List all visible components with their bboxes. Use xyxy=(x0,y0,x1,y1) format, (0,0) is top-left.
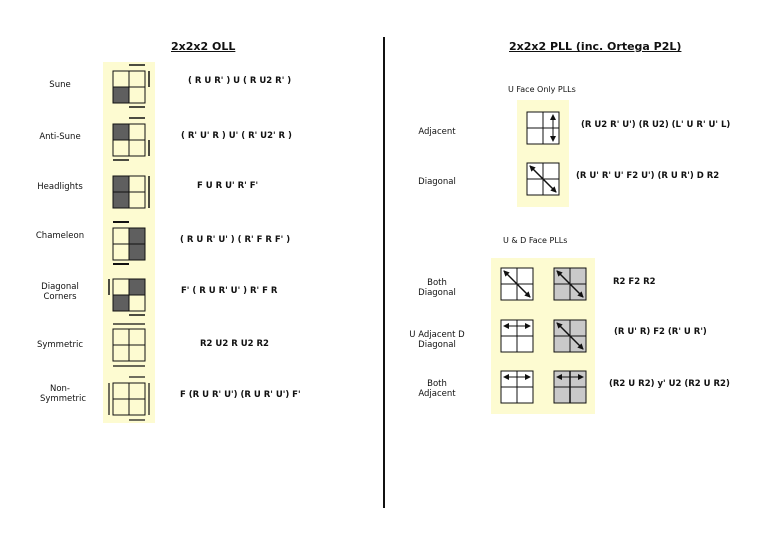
pll-label-adjacent: Adjacent xyxy=(418,127,456,137)
oll-title: 2x2x2 OLL xyxy=(171,40,236,53)
oll-label-diagonal-corners: Diagonal Corners xyxy=(41,282,79,302)
pll-label-both-diagonal: Both Diagonal xyxy=(418,278,456,298)
oll-alg-headlights: F U R U' R' F' xyxy=(197,181,259,191)
pll-u-face-heading: U Face Only PLLs xyxy=(508,85,576,94)
pll-label-diagonal: Diagonal xyxy=(418,177,456,187)
pll-alg-u-adjacent-d-diagonal: (R U' R) F2 (R' U R') xyxy=(614,327,707,337)
oll-label-sune: Sune xyxy=(49,80,71,90)
pll-title: 2x2x2 PLL (inc. Ortega P2L) xyxy=(509,40,682,53)
oll-label-chameleon: Chameleon xyxy=(35,231,85,241)
oll-diagram-anti-sune xyxy=(112,117,150,161)
pll-diagram-both-adjacent-u xyxy=(500,370,534,404)
oll-label-anti-sune: Anti-Sune xyxy=(39,132,81,142)
pll-label-u-adjacent-d-diagonal: U Adjacent D Diagonal xyxy=(409,330,465,350)
oll-label-headlights: Headlights xyxy=(37,182,83,192)
oll-diagram-symmetric xyxy=(112,323,146,367)
pll-diagram-adjacent xyxy=(526,111,560,145)
pll-diagram-u-adjacent xyxy=(500,319,534,353)
pll-diagram-both-diagonal-u xyxy=(500,267,534,301)
oll-diagram-diagonal-corners xyxy=(108,278,146,316)
oll-alg-non-symmetric: F (R U R' U') (R U R' U') F' xyxy=(180,390,301,400)
oll-diagram-non-symmetric xyxy=(108,376,150,421)
oll-diagram-headlights xyxy=(112,175,150,209)
pll-diagram-both-diagonal-d xyxy=(553,267,587,301)
pll-alg-both-adjacent: (R2 U R2) y' U2 (R2 U R2) xyxy=(609,379,730,389)
oll-alg-diagonal-corners: F' ( R U R' U' ) R' F R xyxy=(181,286,278,296)
oll-diagram-sune xyxy=(112,64,150,108)
oll-alg-anti-sune: ( R' U' R ) U' ( R' U2' R ) xyxy=(181,131,292,141)
pll-alg-both-diagonal: R2 F2 R2 xyxy=(613,277,656,287)
oll-alg-chameleon: ( R U R' U' ) ( R' F R F' ) xyxy=(180,235,291,245)
oll-alg-sune: ( R U R' ) U ( R U2 R' ) xyxy=(188,76,292,86)
pll-alg-diagonal: (R U' R' U' F2 U') (R U R') D R2 xyxy=(576,171,720,181)
oll-alg-symmetric: R2 U2 R U2 R2 xyxy=(200,339,269,349)
pll-ud-face-heading: U & D Face PLLs xyxy=(503,236,568,245)
pll-diagram-both-adjacent-d xyxy=(553,370,587,404)
pll-diagram-d-diagonal xyxy=(553,319,587,353)
pll-diagram-diagonal xyxy=(526,162,560,196)
oll-label-non-symmetric: Non-Symmetric xyxy=(40,384,87,404)
pll-alg-adjacent: (R U2 R' U') (R U2) (L' U R' U' L) xyxy=(581,120,731,130)
oll-diagram-chameleon xyxy=(112,221,146,265)
column-divider xyxy=(383,37,385,508)
oll-label-symmetric: Symmetric xyxy=(36,340,84,350)
pll-label-both-adjacent: Both Adjacent xyxy=(418,379,456,399)
